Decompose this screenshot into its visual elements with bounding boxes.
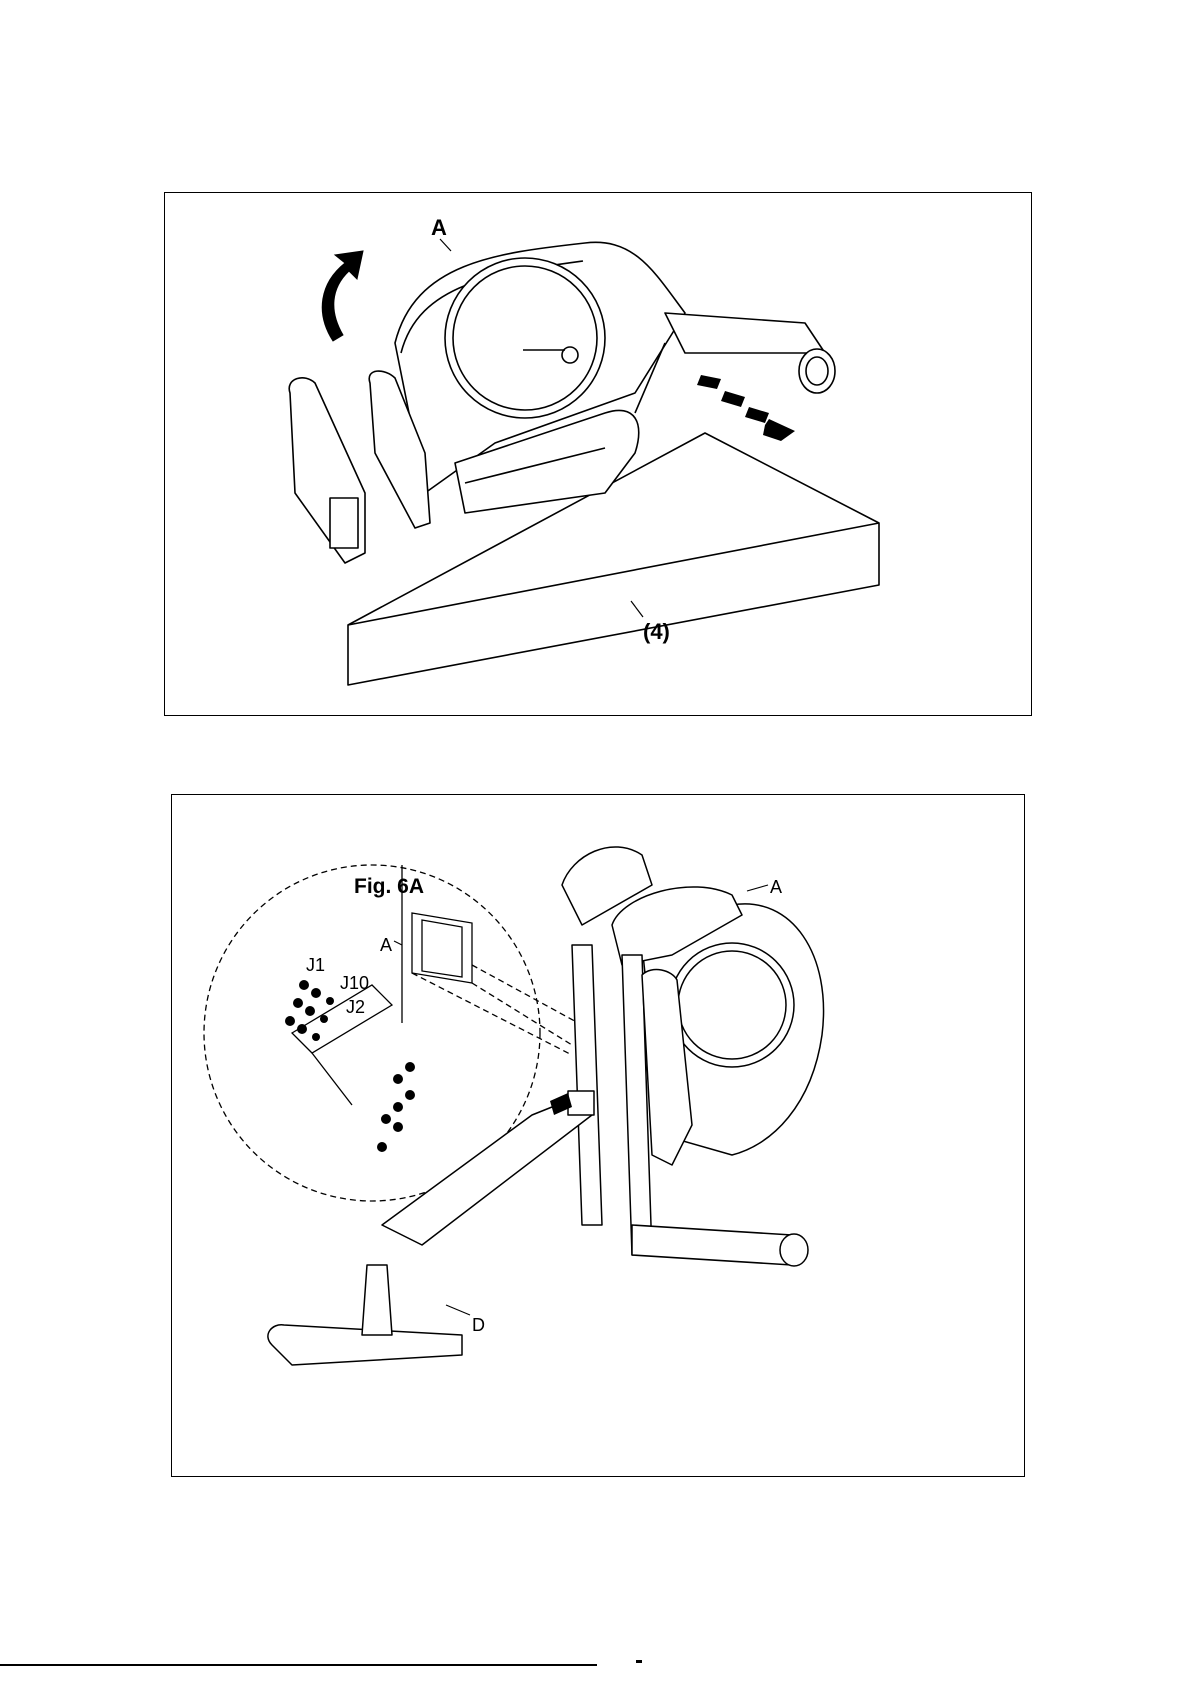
label-j10: J10 bbox=[340, 973, 369, 993]
label-a: A bbox=[431, 215, 447, 240]
label-j2: J2 bbox=[346, 997, 365, 1017]
label-part-4: (4) bbox=[643, 619, 670, 644]
rotate-arrow-icon bbox=[322, 251, 363, 341]
label-a: A bbox=[770, 877, 782, 897]
rear-tube bbox=[665, 313, 825, 353]
pedal-block bbox=[330, 498, 358, 548]
figure-1-frame: A (4) bbox=[164, 192, 1032, 716]
inset-label-a: A bbox=[380, 935, 392, 955]
slide-arrow-icon bbox=[697, 375, 795, 441]
footer-mark bbox=[636, 1660, 642, 1663]
figure-1-illustration: A (4) bbox=[165, 193, 1033, 717]
figure-2-frame: Fig. 6A A J1 J10 J2 A D bbox=[171, 794, 1025, 1477]
label-d: D bbox=[472, 1315, 485, 1335]
figure-2-illustration: Fig. 6A A J1 J10 J2 A D bbox=[172, 795, 1026, 1478]
flywheel bbox=[445, 258, 605, 418]
footer-rule bbox=[0, 1664, 597, 1666]
inset-title: Fig. 6A bbox=[354, 875, 424, 898]
label-j1: J1 bbox=[306, 955, 325, 975]
upright-column bbox=[572, 945, 602, 1225]
